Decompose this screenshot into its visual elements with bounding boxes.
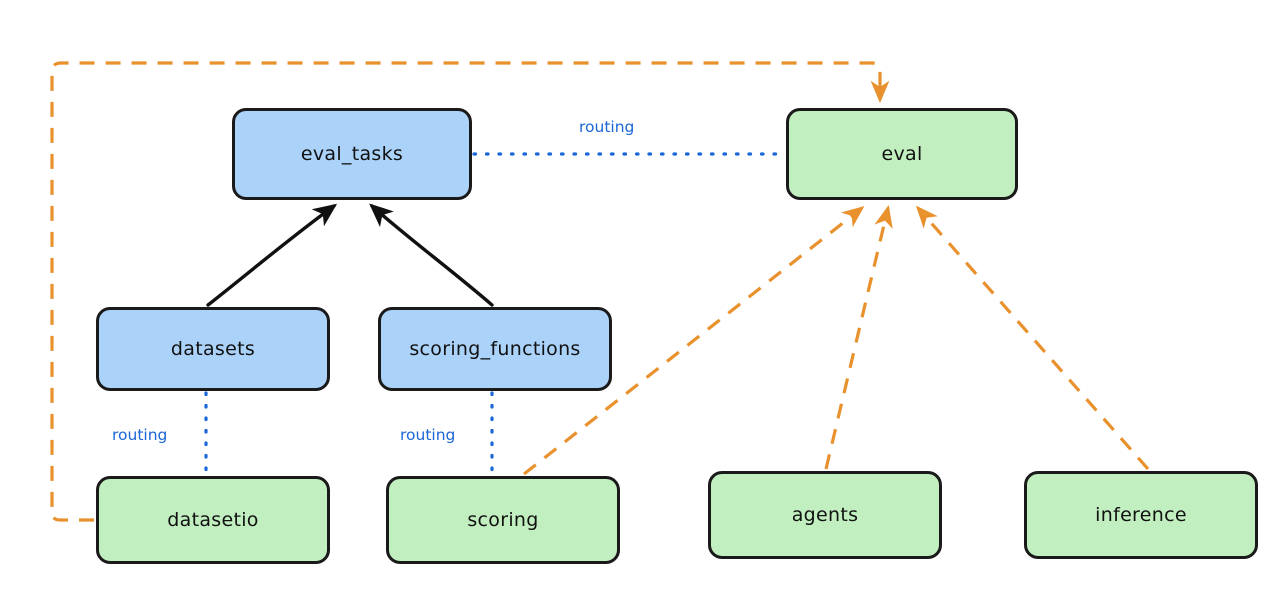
- node-scoring[interactable]: scoring: [386, 476, 620, 564]
- node-label: inference: [1095, 504, 1187, 526]
- node-eval-tasks[interactable]: eval_tasks: [232, 108, 472, 200]
- node-label: eval: [881, 143, 923, 165]
- edge-datasetio-to-eval: [50, 61, 890, 522]
- node-label: eval_tasks: [300, 143, 404, 165]
- edge-label-routing-eval: routing: [579, 118, 635, 136]
- edge-label-routing-scoring: routing: [400, 426, 456, 444]
- node-label: agents: [791, 504, 859, 526]
- edge-agents-to-eval: [824, 204, 893, 470]
- node-inference[interactable]: inference: [1024, 471, 1258, 559]
- edge-label-routing-datasetio: routing: [112, 426, 168, 444]
- edge-scoring_functions-to-eval_tasks: [369, 203, 494, 307]
- node-label: datasetio: [167, 509, 259, 531]
- node-agents[interactable]: agents: [708, 471, 942, 559]
- node-label: datasets: [170, 338, 256, 360]
- node-label: scoring: [467, 509, 539, 531]
- node-label: scoring_functions: [409, 338, 581, 360]
- node-datasets[interactable]: datasets: [96, 307, 330, 391]
- node-scoring-functions[interactable]: scoring_functions: [378, 307, 612, 391]
- edge-datasets-to-eval_tasks: [206, 203, 338, 307]
- edge-inference-to-eval: [915, 205, 1150, 471]
- node-datasetio[interactable]: datasetio: [96, 476, 330, 564]
- node-eval[interactable]: eval: [786, 108, 1018, 200]
- edge-scoring-to-eval: [523, 206, 865, 476]
